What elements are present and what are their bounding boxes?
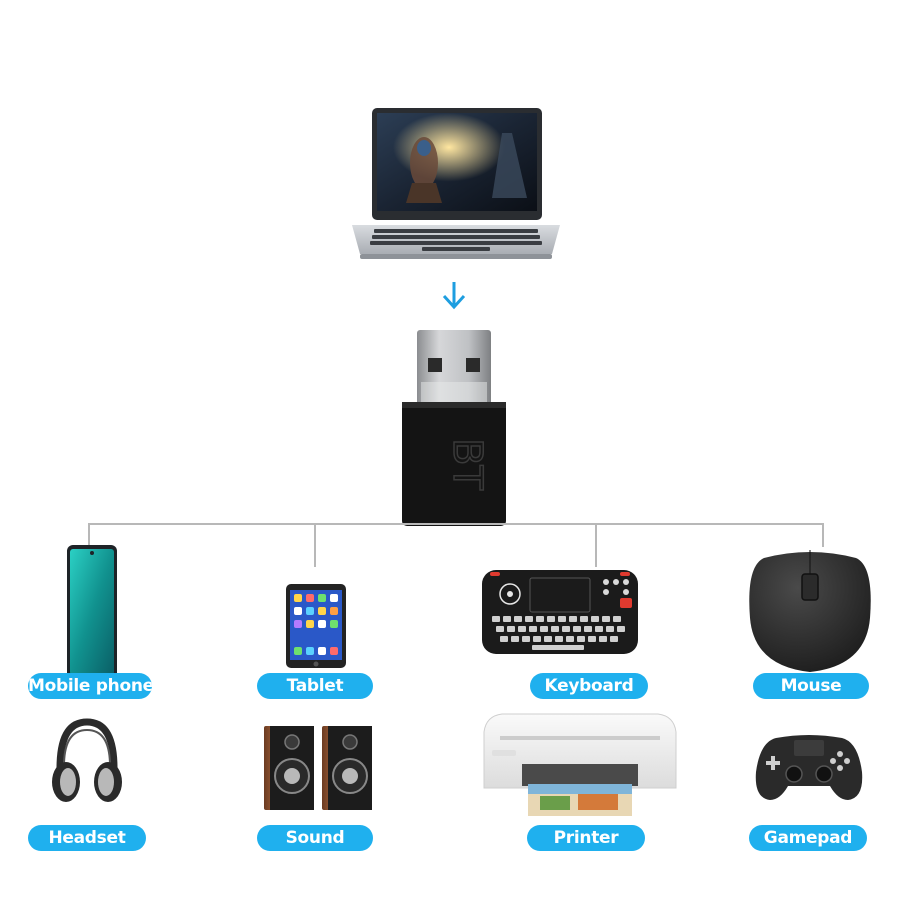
label-mobile-phone: Mobile phone (28, 673, 152, 699)
laptop-icon (352, 108, 560, 259)
tablet-icon (286, 584, 346, 668)
usb-adapter-icon: BT (402, 330, 506, 526)
connector-mouse (822, 523, 824, 547)
label-headset: Headset (28, 825, 146, 851)
mouse-icon (749, 550, 871, 672)
label-mouse: Mouse (753, 673, 869, 699)
printer-icon (483, 713, 677, 816)
gamepad-icon (755, 735, 863, 800)
arrow-down-icon (442, 282, 466, 310)
connector-keyboard (595, 523, 597, 567)
label-printer: Printer (527, 825, 645, 851)
connector-tablet (314, 523, 316, 567)
adapter-marking: BT (444, 438, 490, 490)
label-sound: Sound (257, 825, 373, 851)
keyboard-icon (482, 570, 638, 654)
headset-icon (52, 718, 122, 802)
speaker-icon (264, 726, 372, 810)
connector-mobile-phone (88, 523, 90, 547)
connector-horizontal (88, 523, 824, 525)
label-tablet: Tablet (257, 673, 373, 699)
label-gamepad: Gamepad (749, 825, 867, 851)
phone-icon (67, 545, 117, 679)
label-keyboard: Keyboard (530, 673, 648, 699)
